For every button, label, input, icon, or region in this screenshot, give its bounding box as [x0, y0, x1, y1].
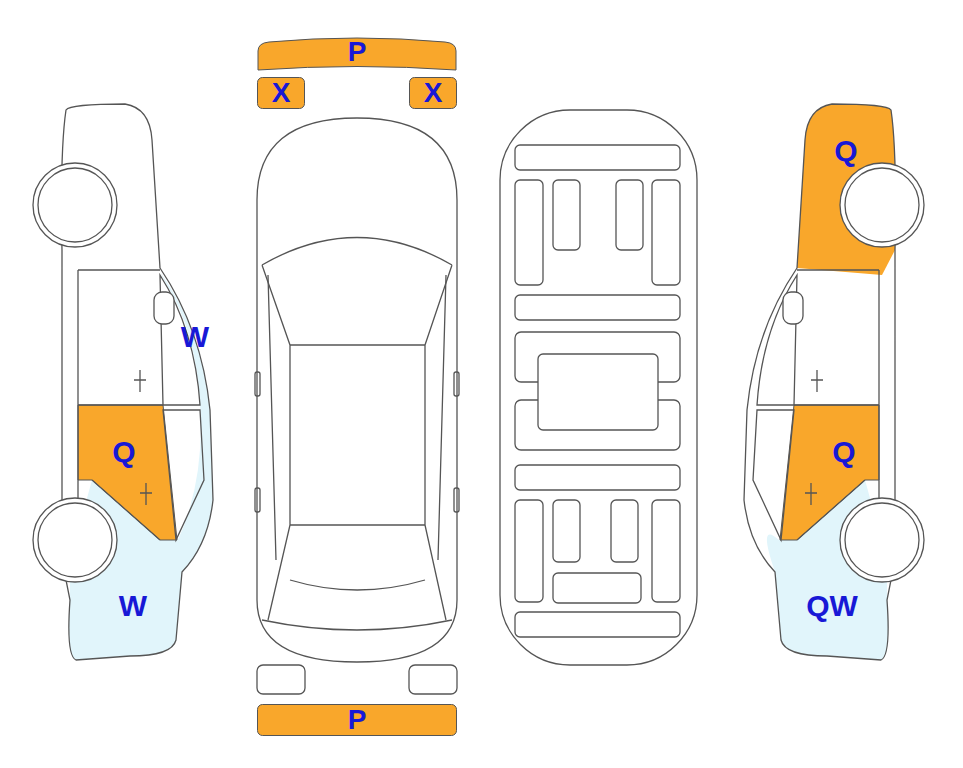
damage-code: Q [112, 436, 135, 468]
front-bumper-panel: P [257, 37, 457, 71]
damage-code: QW [806, 590, 858, 622]
damage-code: X [257, 78, 305, 108]
headlight-panel: X [257, 77, 305, 109]
damage-code: X [409, 78, 457, 108]
damage-code: P [257, 705, 457, 735]
damage-code: W [119, 590, 147, 622]
damage-code: Q [832, 436, 855, 468]
damage-code: P [257, 37, 457, 67]
rear-bumper-panel: P [257, 704, 457, 736]
damage-code: W [181, 321, 209, 353]
damage-code: Q [834, 135, 857, 167]
headlight-panel: X [409, 77, 457, 109]
